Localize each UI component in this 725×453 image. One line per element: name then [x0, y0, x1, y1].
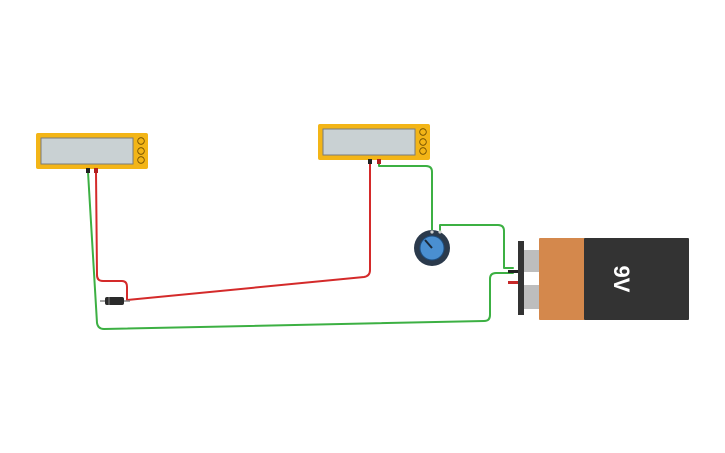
- multimeter-terminal-pos[interactable]: [94, 168, 98, 173]
- wire-green-mm2-pot[interactable]: [378, 162, 433, 233]
- multimeter-mode-button-v[interactable]: [137, 147, 145, 155]
- wire-green-mm1-battery[interactable]: [87, 171, 514, 330]
- multimeter-screen: [40, 137, 134, 165]
- multimeter-mode-button-r[interactable]: [419, 147, 427, 155]
- battery-body-dark: [584, 238, 689, 320]
- wires: [87, 162, 514, 330]
- battery-terminal-large: [524, 285, 539, 309]
- multimeter-1[interactable]: [36, 133, 148, 173]
- knob-indicator: [424, 239, 433, 249]
- wire-red-mm1-resistor[interactable]: [95, 171, 128, 301]
- battery-connector-neg[interactable]: [508, 281, 518, 284]
- wire-red-resistor-mm2[interactable]: [126, 162, 371, 301]
- battery-clip: [518, 241, 524, 315]
- multimeter-screen: [322, 128, 416, 156]
- multimeter-terminal-com[interactable]: [86, 168, 90, 173]
- potentiometer-terminal[interactable]: [438, 230, 442, 234]
- resistor[interactable]: [100, 297, 130, 305]
- resistor-band: [108, 297, 110, 305]
- multimeter-terminal-com[interactable]: [368, 159, 372, 164]
- multimeter-terminal-pos[interactable]: [377, 159, 381, 164]
- wire-green-pot-battery[interactable]: [439, 224, 514, 269]
- multimeter-2[interactable]: [318, 124, 430, 164]
- resistor-icon: [105, 297, 124, 305]
- potentiometer[interactable]: [414, 230, 450, 266]
- battery-terminal-small: [524, 250, 539, 272]
- multimeter-mode-button-a[interactable]: [137, 137, 145, 145]
- battery-connector-pos[interactable]: [508, 270, 518, 273]
- multimeter-mode-button-a[interactable]: [419, 128, 427, 136]
- multimeter-mode-button-v[interactable]: [419, 138, 427, 146]
- battery-label: 9V: [609, 266, 634, 293]
- multimeter-mode-button-r[interactable]: [137, 156, 145, 164]
- potentiometer-terminal[interactable]: [430, 230, 434, 234]
- battery[interactable]: 9V: [508, 238, 689, 320]
- battery-icon: [539, 238, 585, 320]
